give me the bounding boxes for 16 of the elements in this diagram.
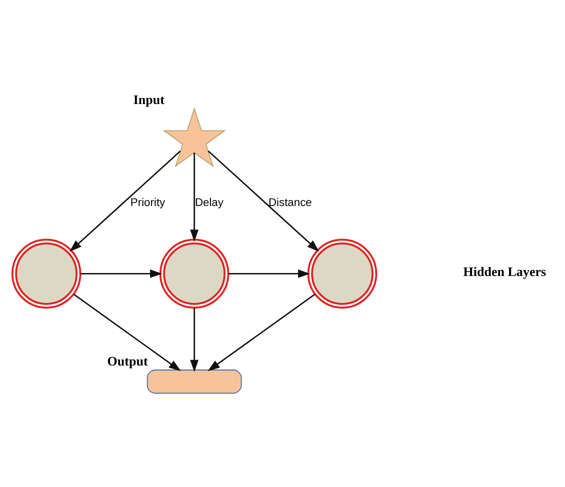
edge-label: Delay bbox=[194, 196, 224, 208]
arrow bbox=[70, 150, 181, 252]
arrow bbox=[208, 293, 316, 371]
arrow bbox=[190, 152, 199, 242]
node-circle bbox=[159, 238, 230, 308]
arrow bbox=[73, 293, 181, 371]
edge-label: Distance bbox=[268, 196, 312, 208]
arrow bbox=[190, 307, 199, 372]
edge-label: Priority bbox=[130, 196, 166, 208]
arrow bbox=[80, 268, 162, 278]
label: Hidden Layers bbox=[463, 264, 546, 279]
node-box bbox=[146, 369, 242, 394]
node-label: Output bbox=[107, 353, 148, 368]
arrow bbox=[228, 268, 310, 278]
node-label: Input bbox=[133, 92, 164, 107]
arrow bbox=[208, 150, 320, 252]
